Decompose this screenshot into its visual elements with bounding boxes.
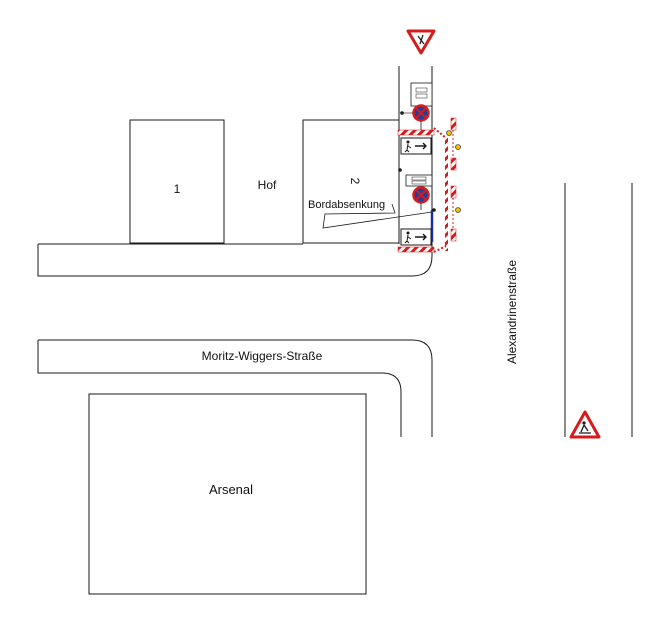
street-label-moritz-wiggers: Moritz-Wiggers-Straße: [202, 349, 323, 363]
barrier-top: [397, 129, 435, 136]
pedestrian-detour-sign-icon: [400, 137, 432, 155]
barrier-side: [445, 136, 448, 251]
barrier-bottom: [397, 246, 435, 253]
building-arsenal: [88, 393, 367, 595]
building-2: [302, 119, 400, 244]
lamp-icon: [446, 130, 452, 136]
yield-sign-icon: [406, 29, 436, 55]
curb-lowering-label: Bordabsenkung: [308, 199, 385, 211]
building-1: [129, 119, 225, 244]
lamp-icon: [455, 207, 461, 213]
curb-lowering-leader: [322, 203, 433, 229]
buildings: [88, 119, 400, 595]
no-stopping-sign-icon: [412, 104, 430, 122]
lamp-icon: [455, 144, 461, 150]
courtyard-label: Hof: [258, 178, 277, 192]
building-1-label: 1: [174, 182, 181, 196]
building-2-label: 2: [348, 178, 362, 185]
pedestrian-detour-sign-icon: [400, 228, 432, 246]
sign-group-lower: [398, 168, 436, 212]
roadworks-sign-icon: [569, 410, 601, 439]
no-stopping-sign-icon: [412, 186, 430, 204]
warning-lamps: [446, 130, 461, 213]
building-arsenal-label: Arsenal: [209, 482, 253, 497]
street-label-alexandrinen: Alexandrinenstraße: [505, 260, 519, 364]
sign-group-upper: [400, 82, 433, 130]
barriers: [397, 117, 457, 253]
